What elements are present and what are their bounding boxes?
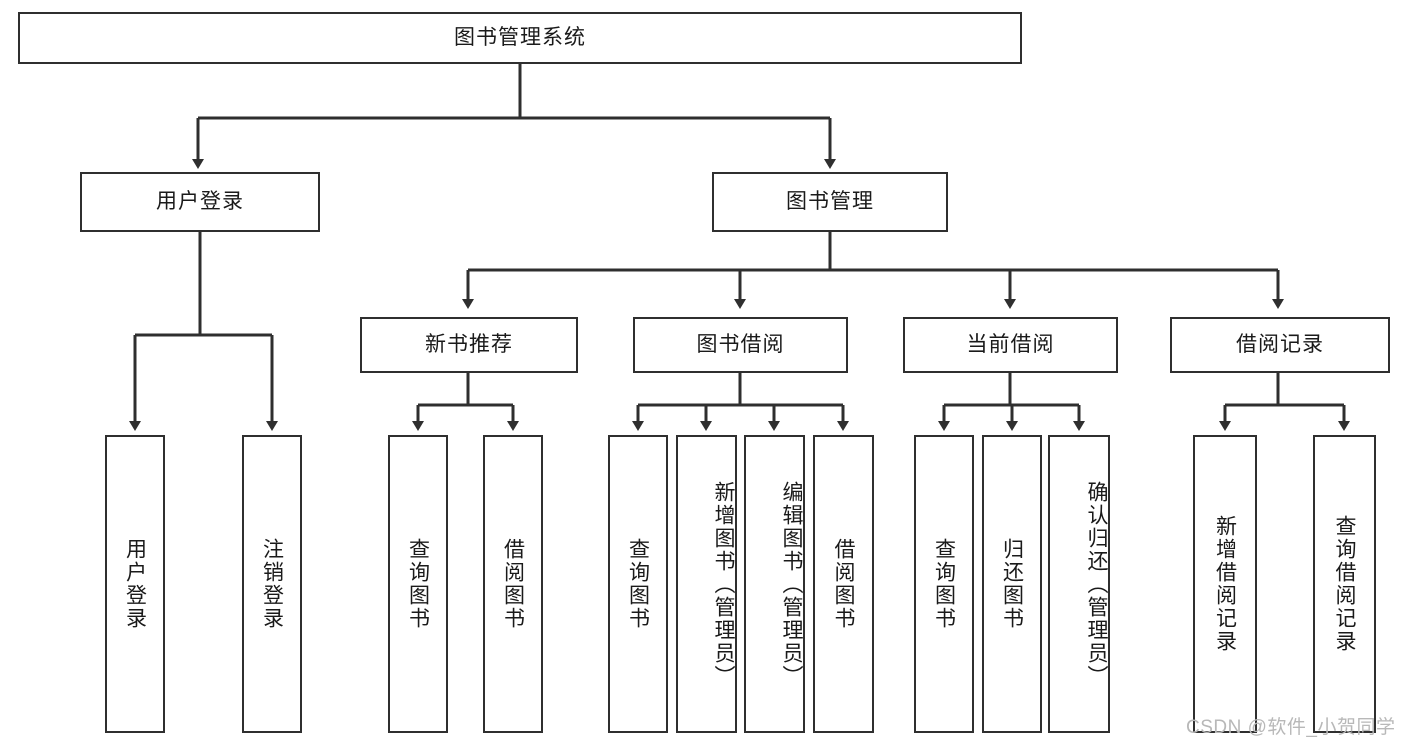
node-book-management[interactable]: 图书管理 — [712, 172, 948, 232]
leaf-return-book[interactable]: 归还图书 — [982, 435, 1042, 733]
node-label: 借阅图书 — [501, 538, 525, 630]
node-label: 查询借阅记录 — [1333, 515, 1357, 653]
node-root-book-management-system[interactable]: 图书管理系统 — [18, 12, 1022, 64]
node-label: 归还图书 — [1000, 538, 1024, 630]
node-label: 新增借阅记录 — [1213, 515, 1237, 653]
node-label: 查询图书 — [406, 538, 430, 630]
node-new-book-recommend[interactable]: 新书推荐 — [360, 317, 578, 373]
node-book-borrow[interactable]: 图书借阅 — [633, 317, 848, 373]
node-label: 用户登录 — [156, 190, 244, 214]
leaf-user-login[interactable]: 用户登录 — [105, 435, 165, 733]
node-label: 新书推荐 — [425, 333, 513, 357]
leaf-query-book-3[interactable]: 查询图书 — [914, 435, 974, 733]
leaf-query-book-1[interactable]: 查询图书 — [388, 435, 448, 733]
node-label: 注销登录 — [260, 538, 284, 630]
leaf-borrow-book-2[interactable]: 借阅图书 — [813, 435, 874, 733]
leaf-query-book-2[interactable]: 查询图书 — [608, 435, 668, 733]
leaf-edit-book[interactable]: 编辑图书（管理员） — [744, 435, 805, 733]
node-label: 编辑图书（管理员） — [780, 480, 803, 688]
node-label: 图书管理 — [786, 190, 874, 214]
leaf-borrow-book-1[interactable]: 借阅图书 — [483, 435, 543, 733]
node-current-borrow[interactable]: 当前借阅 — [903, 317, 1118, 373]
node-label: 借阅记录 — [1236, 333, 1324, 357]
node-label: 借阅图书 — [832, 538, 856, 630]
node-label: 新增图书（管理员） — [712, 480, 735, 688]
node-label: 查询图书 — [932, 538, 956, 630]
leaf-query-record[interactable]: 查询借阅记录 — [1313, 435, 1376, 733]
csdn-watermark: CSDN @软件_小贺同学 — [1186, 717, 1396, 738]
node-label: 查询图书 — [626, 538, 650, 630]
node-label: 当前借阅 — [966, 333, 1055, 357]
node-label: 确认归还（管理员） — [1085, 480, 1108, 688]
node-user-login[interactable]: 用户登录 — [80, 172, 320, 232]
node-label: 图书借阅 — [696, 333, 785, 357]
leaf-add-record[interactable]: 新增借阅记录 — [1193, 435, 1257, 733]
node-label: 图书管理系统 — [454, 26, 586, 50]
node-borrow-record[interactable]: 借阅记录 — [1170, 317, 1390, 373]
node-label: 用户登录 — [123, 538, 147, 630]
leaf-confirm-return[interactable]: 确认归还（管理员） — [1048, 435, 1110, 733]
leaf-add-book[interactable]: 新增图书（管理员） — [676, 435, 737, 733]
leaf-logout-login[interactable]: 注销登录 — [242, 435, 302, 733]
